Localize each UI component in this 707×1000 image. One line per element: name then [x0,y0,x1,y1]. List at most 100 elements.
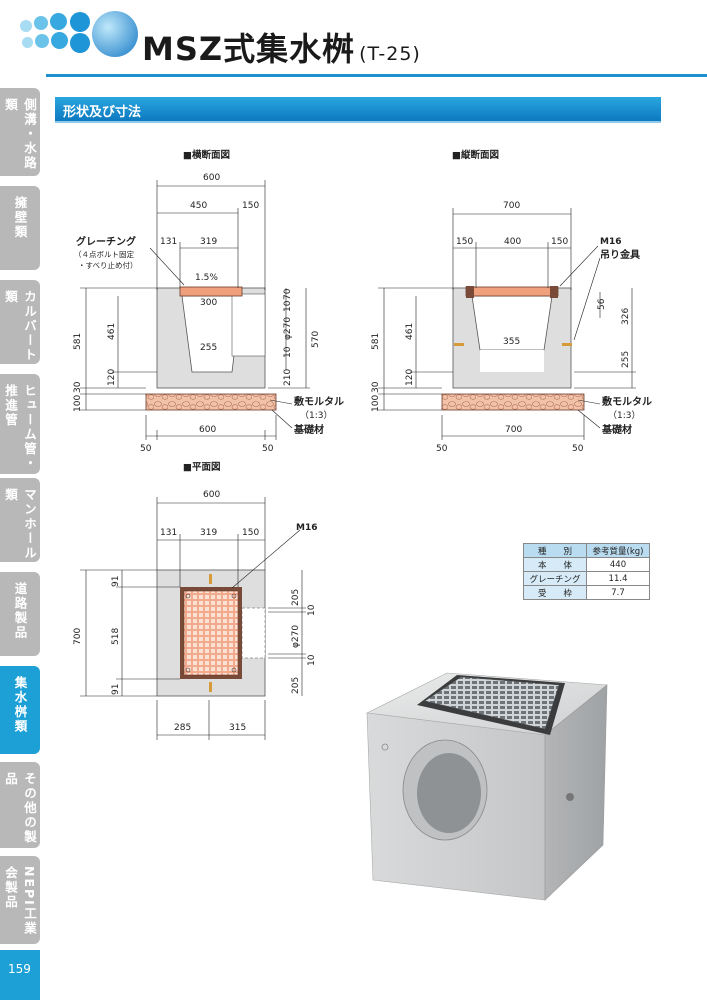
svg-text:10: 10 [307,604,317,616]
svg-text:150: 150 [456,237,473,247]
table-cell-value: 7.7 [586,585,650,600]
svg-text:355: 355 [503,337,520,347]
brand-dots-logo [20,10,138,70]
table-row: 受 枠 7.7 [522,585,650,600]
svg-text:（４点ボルト固定: （４点ボルト固定 [74,249,134,259]
table-header-weight: 参考質量(kg) [586,543,650,558]
svg-text:131: 131 [160,237,177,247]
sidebar-item-manholes[interactable]: マンホール類 [0,478,40,562]
product-photo [365,672,608,901]
header-divider [46,74,707,77]
svg-text:M16: M16 [296,523,317,533]
table-row: 本 体 440 [522,557,650,572]
sidebar-item-road-products[interactable]: 道路製品 [0,572,40,656]
svg-text:700: 700 [505,425,522,435]
svg-text:基礎材: 基礎材 [601,423,632,436]
svg-text:700: 700 [73,628,83,645]
svg-text:120: 120 [107,369,117,386]
table-header-row: 種 別 参考質量(kg) [522,543,650,558]
table-cell-name: グレーチング [522,571,588,586]
svg-text:φ270: φ270 [283,317,293,340]
svg-text:570: 570 [311,331,321,348]
svg-text:敷モルタル: 敷モルタル [294,395,344,408]
svg-text:461: 461 [405,323,415,340]
svg-text:600: 600 [199,425,216,435]
svg-text:10: 10 [283,300,293,312]
cross-section-heading: ■横断面図 [183,149,230,161]
svg-text:600: 600 [203,490,220,500]
svg-text:255: 255 [621,351,631,368]
svg-text:91: 91 [111,684,121,695]
plan-drawing: ■平面図 600 131 319 150 M16 700 91 518 91 [73,462,317,740]
svg-text:30: 30 [371,381,381,393]
svg-text:100: 100 [73,395,83,412]
cross-section-drawing: ■横断面図 600 450 [73,149,344,454]
long-section-heading: ■縦断面図 [452,149,499,161]
svg-text:φ270: φ270 [291,625,301,648]
svg-text:326: 326 [621,308,631,325]
svg-text:56: 56 [597,298,607,310]
svg-text:461: 461 [107,323,117,340]
long-section-drawing: ■縦断面図 700 150 400 150 [371,149,652,454]
svg-text:255: 255 [200,343,217,353]
svg-text:50: 50 [262,444,274,454]
svg-text:210: 210 [283,369,293,386]
svg-text:150: 150 [551,237,568,247]
svg-text:50: 50 [436,444,448,454]
svg-text:・すべり止め付）: ・すべり止め付） [78,260,137,270]
svg-text:150: 150 [242,201,259,211]
svg-text:グレーチング: グレーチング [76,235,136,248]
table-row: グレーチング 11.4 [522,571,650,586]
svg-text:M16: M16 [600,237,621,247]
section-title: 形状及び寸法 [63,105,142,120]
svg-text:205: 205 [291,589,301,606]
svg-text:120: 120 [405,369,415,386]
table-cell-value: 11.4 [586,571,650,586]
svg-text:（1:3）: （1:3） [608,410,641,421]
svg-text:581: 581 [73,333,83,350]
svg-text:319: 319 [200,528,217,538]
page-title: MSZ式集水桝(T-25) [142,24,421,70]
svg-text:285: 285 [174,723,191,733]
svg-text:50: 50 [572,444,584,454]
table-cell-value: 440 [586,557,650,572]
sidebar-item-retaining-walls[interactable]: 擁壁類 [0,186,40,270]
svg-text:70: 70 [283,288,293,300]
sidebar-item-hume-pipes[interactable]: ヒューム管・推進管 [0,374,40,474]
table-cell-name: 受 枠 [522,585,588,600]
sidebar-item-gutters[interactable]: 側溝・水路類 [0,88,40,176]
svg-text:敷モルタル: 敷モルタル [602,395,652,408]
svg-text:150: 150 [242,528,259,538]
svg-text:1.5%: 1.5% [195,273,218,283]
svg-text:131: 131 [160,528,177,538]
table-cell-name: 本 体 [522,557,588,572]
svg-text:50: 50 [140,444,152,454]
svg-text:315: 315 [229,723,246,733]
table-header-type: 種 別 [522,543,588,558]
title-suffix: (T-25) [359,43,421,65]
section-underline [55,121,661,123]
svg-text:基礎材: 基礎材 [293,423,324,436]
svg-text:（1:3）: （1:3） [300,410,333,421]
svg-text:吊り金具: 吊り金具 [600,248,640,261]
svg-text:518: 518 [111,628,121,645]
sidebar-item-catch-basins[interactable]: 集水桝類 [0,666,40,754]
svg-text:30: 30 [73,381,83,393]
svg-text:205: 205 [291,677,301,694]
page-number-tab [0,950,40,1000]
svg-text:400: 400 [504,237,521,247]
svg-text:10: 10 [283,346,293,358]
sidebar-item-nepi-products[interactable]: NEPI工業会製品 [0,856,40,944]
sidebar-item-other-products[interactable]: その他の製品 [0,762,40,848]
page-number: 159 [8,962,31,976]
svg-text:10: 10 [307,654,317,666]
weight-table: 種 別 参考質量(kg) 本 体 440 グレーチング 11.4 受 枠 7.7 [522,543,650,600]
svg-text:319: 319 [200,237,217,247]
plan-heading: ■平面図 [183,462,220,473]
svg-text:700: 700 [503,201,520,211]
sidebar-item-culverts[interactable]: カルバート類 [0,280,40,364]
svg-text:450: 450 [190,201,207,211]
section-header-bar: 形状及び寸法 [55,97,661,121]
title-text: MSZ式集水桝 [142,30,356,68]
